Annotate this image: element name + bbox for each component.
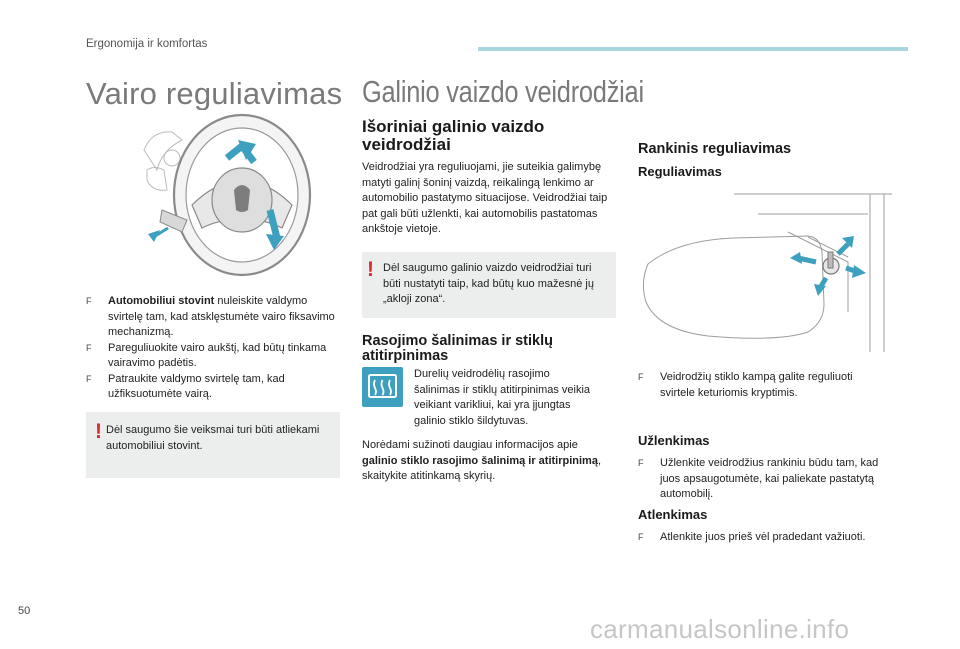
watermark: carmanualsonline.info (590, 614, 850, 644)
bullet-marker: F (638, 372, 644, 382)
subheading-unfold: Atlenkimas (638, 507, 708, 522)
bullet-text: Pareguliuokite vairo aukštį, kad būtų ti… (108, 341, 327, 370)
steering-bullets: F Automobiliui stovint nuleiskite valdymo… (86, 294, 336, 403)
defrost-icon (362, 367, 403, 407)
exterior-body: Veidrodžiai yra reguliuojami, jie suteik… (362, 161, 608, 235)
page-title-left: Vairo reguliavimas (86, 76, 343, 111)
list-item: F Patraukite valdymo svirtelę tam, kad už… (86, 372, 336, 403)
defrost-body: Durelių veidrodėlių rasojimo šalinimas i… (414, 368, 591, 427)
warning-icon: ! (95, 420, 102, 443)
mirror-image (642, 193, 892, 352)
defrost-more: Norėdami sužinoti daugiau informacijos a… (362, 438, 602, 485)
heading-manual: Rankinis reguliavimas (638, 141, 792, 157)
fold-bullets: F Užlenkite veidrodžius rankiniu būdu tam… (638, 456, 888, 503)
warning-icon: ! (367, 258, 374, 281)
bullet-text: Užlenkite veidrodžius rankiniu būdu tam,… (660, 457, 879, 500)
heading-defrost: Rasojimo šalinimas ir stiklų atitirpinim… (362, 333, 553, 364)
bullet-marker: F (86, 373, 92, 384)
steering-wheel-image (143, 113, 312, 277)
mirror-illustration (638, 192, 892, 352)
unfold-bullets: F Atlenkite juos prieš vėl pradedant važi… (638, 530, 898, 546)
bullet-marker: F (86, 342, 92, 353)
adjust-bullets: F Veidrodžių stiklo kampą galite reguliuo… (638, 370, 888, 401)
warning-text: Dėl saugumo šie veiksmai turi būti atlie… (106, 424, 320, 452)
bullet-text: nuleiskite valdymo svirtelę tam, kad ats… (108, 295, 335, 338)
list-item: F Pareguliuokite vairo aukštį, kad būtų t… (86, 341, 336, 372)
subheading-fold: Užlenkimas (638, 433, 710, 448)
subheading-adjust: Reguliavimas (638, 164, 722, 179)
more-text: Norėdami sužinoti daugiau informacijos a… (362, 439, 578, 451)
warning-text: Dėl saugumo galinio vaizdo veidrodžiai t… (383, 262, 594, 305)
bullet-marker: F (86, 296, 92, 306)
page-number: 50 (18, 605, 31, 617)
list-item: F Užlenkite veidrodžius rankiniu būdu tam… (638, 456, 888, 503)
section-label: Ergonomija ir komfortas (86, 38, 208, 50)
more-link: galinio stiklo rasojimo šalinimą ir atit… (362, 454, 598, 467)
bullet-bold: Automobiliui stovint (108, 295, 215, 307)
list-item: F Veidrodžių stiklo kampą galite reguliuo… (638, 370, 888, 401)
list-item: F Atlenkite juos prieš vėl pradedant važi… (638, 530, 898, 546)
bullet-marker: F (638, 458, 644, 468)
warning-box-left: ! Dėl saugumo šie veiksmai turi būti atl… (86, 412, 340, 478)
heading-exterior: Išoriniai galinio vaizdo veidrodžiai (362, 117, 545, 154)
bullet-text: Atlenkite juos prieš vėl pradedant važiu… (660, 531, 866, 543)
list-item: F Automobiliui stovint nuleiskite valdymo… (86, 294, 336, 341)
page-title-right: Galinio vaizdo veidrodžiai (362, 74, 644, 109)
more-text: , skaitykite atitinkamą skyrių. (362, 454, 602, 483)
bullet-text: Veidrodžių stiklo kampą galite reguliuot… (660, 371, 853, 399)
bullet-marker: F (638, 532, 644, 542)
header-rule (478, 47, 908, 51)
warning-box-middle: ! Dėl saugumo galinio vaizdo veidrodžiai… (362, 252, 616, 318)
bullet-text: Patraukite valdymo svirtelę tam, kad užf… (108, 372, 285, 401)
steering-wheel-illustration (142, 110, 318, 280)
